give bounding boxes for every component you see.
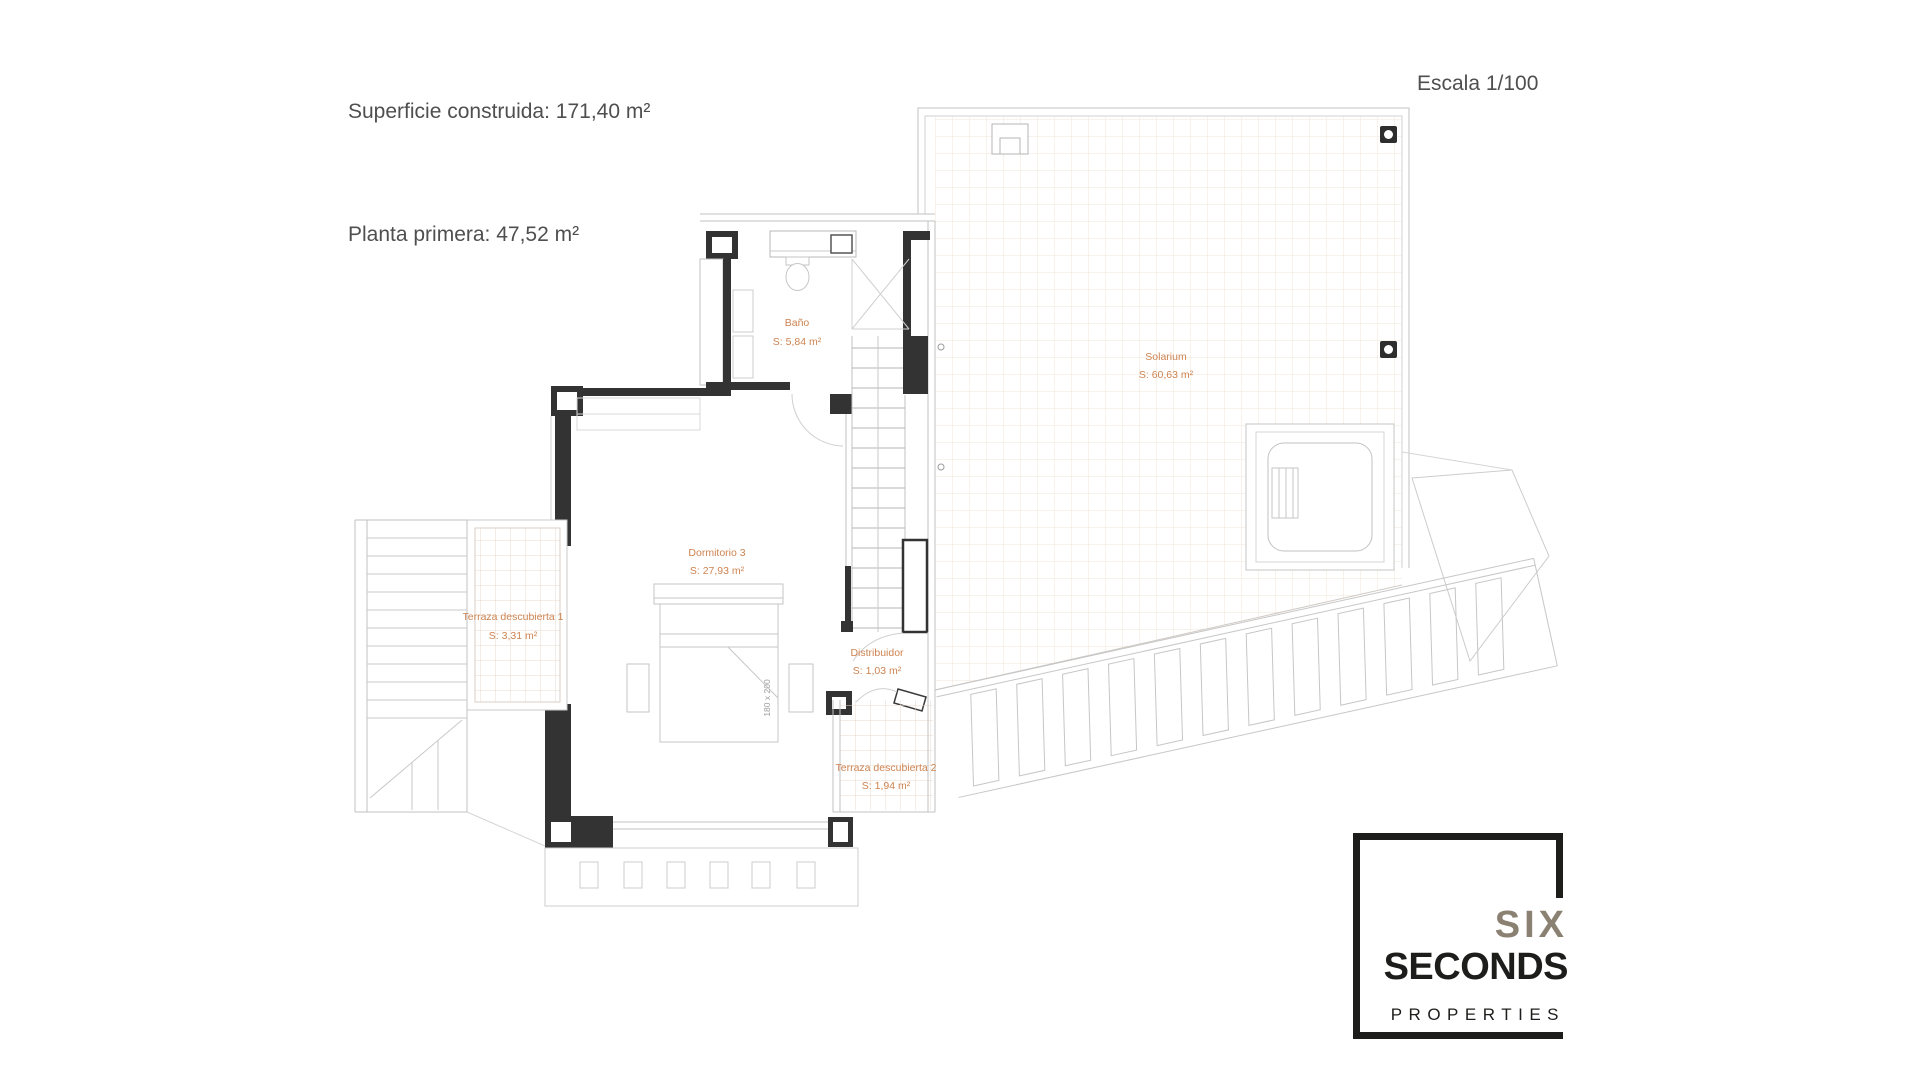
- room-name: Terraza descubierta 1: [463, 611, 564, 623]
- door-swing: [852, 632, 904, 662]
- shower: [851, 258, 910, 330]
- room-label-dormitorio-3: Dormitorio 3 S: 27,93 m²: [688, 547, 745, 577]
- lower-balcony: [544, 847, 859, 907]
- pool: [1245, 423, 1395, 571]
- room-area: S: 60,63 m²: [1139, 369, 1194, 381]
- room-label-distribuidor: Distribuidor S: 1,03 m²: [850, 647, 904, 677]
- room-name: Solarium: [1145, 351, 1187, 363]
- exterior-stairs: [354, 519, 546, 847]
- scale-label: Escala 1/100: [1417, 72, 1539, 95]
- terrace-1: [466, 519, 568, 711]
- solarium-area: [917, 107, 1410, 691]
- toilet: [785, 256, 810, 291]
- floor-surface-label: Planta primera: 47,52 m²: [348, 223, 580, 246]
- post-marker: [1380, 126, 1397, 143]
- walkway-end-platform: [1401, 451, 1550, 663]
- terrace-2: [832, 632, 936, 813]
- internal-staircase: [841, 336, 929, 662]
- room-area: S: 1,03 m²: [853, 665, 902, 677]
- planter: [709, 861, 729, 889]
- room-area: S: 3,31 m²: [489, 630, 538, 642]
- room-name: Terraza descubierta 2: [836, 762, 937, 774]
- planter: [751, 861, 771, 889]
- logo-properties-text: PROPERTIES: [1390, 1005, 1565, 1024]
- nightstand: [626, 663, 650, 713]
- planter: [623, 861, 643, 889]
- room-area: S: 1,94 m²: [862, 780, 911, 792]
- room-name: Baño: [785, 317, 810, 329]
- room-label-solarium: Solarium S: 60,63 m²: [1139, 351, 1194, 381]
- room-area: S: 5,84 m²: [773, 336, 822, 348]
- bed: [626, 583, 814, 743]
- planter: [579, 861, 599, 889]
- room-label-terraza-1: Terraza descubierta 1 S: 3,31 m²: [463, 611, 564, 642]
- nightstand: [788, 663, 814, 713]
- house-shell: [700, 213, 945, 632]
- bedroom-3: 180 x 200: [545, 386, 853, 848]
- bathroom: [699, 230, 930, 447]
- post-marker: [1380, 341, 1397, 358]
- company-logo: SIX SECONDS PROPERTIES: [1353, 833, 1569, 1039]
- skylight: [991, 123, 1029, 155]
- bed-size-label: 180 x 200: [762, 679, 772, 717]
- built-surface-label: Superficie construida: 171,40 m²: [348, 100, 651, 123]
- room-name: Distribuidor: [850, 647, 904, 659]
- room-area: S: 27,93 m²: [690, 565, 745, 577]
- logo-seconds-text: SECONDS: [1383, 946, 1569, 988]
- door-swing: [855, 688, 898, 703]
- sliding-door: [613, 821, 828, 830]
- pool-ladder: [1271, 467, 1299, 519]
- room-label-terraza-2: Terraza descubierta 2 S: 1,94 m²: [836, 762, 937, 792]
- room-label-bano: Baño S: 5,84 m²: [773, 317, 822, 348]
- closet-shelf: [732, 335, 754, 379]
- logo-six-text: SIX: [1494, 904, 1568, 946]
- vanity-sink: [769, 230, 857, 258]
- logo-frame-segment: [1556, 840, 1563, 898]
- room-name: Dormitorio 3: [688, 547, 745, 559]
- door-swing: [791, 393, 844, 447]
- planter: [796, 861, 816, 889]
- planter: [666, 861, 686, 889]
- closet-shelf: [732, 289, 754, 333]
- walkway-slats: [934, 557, 1558, 798]
